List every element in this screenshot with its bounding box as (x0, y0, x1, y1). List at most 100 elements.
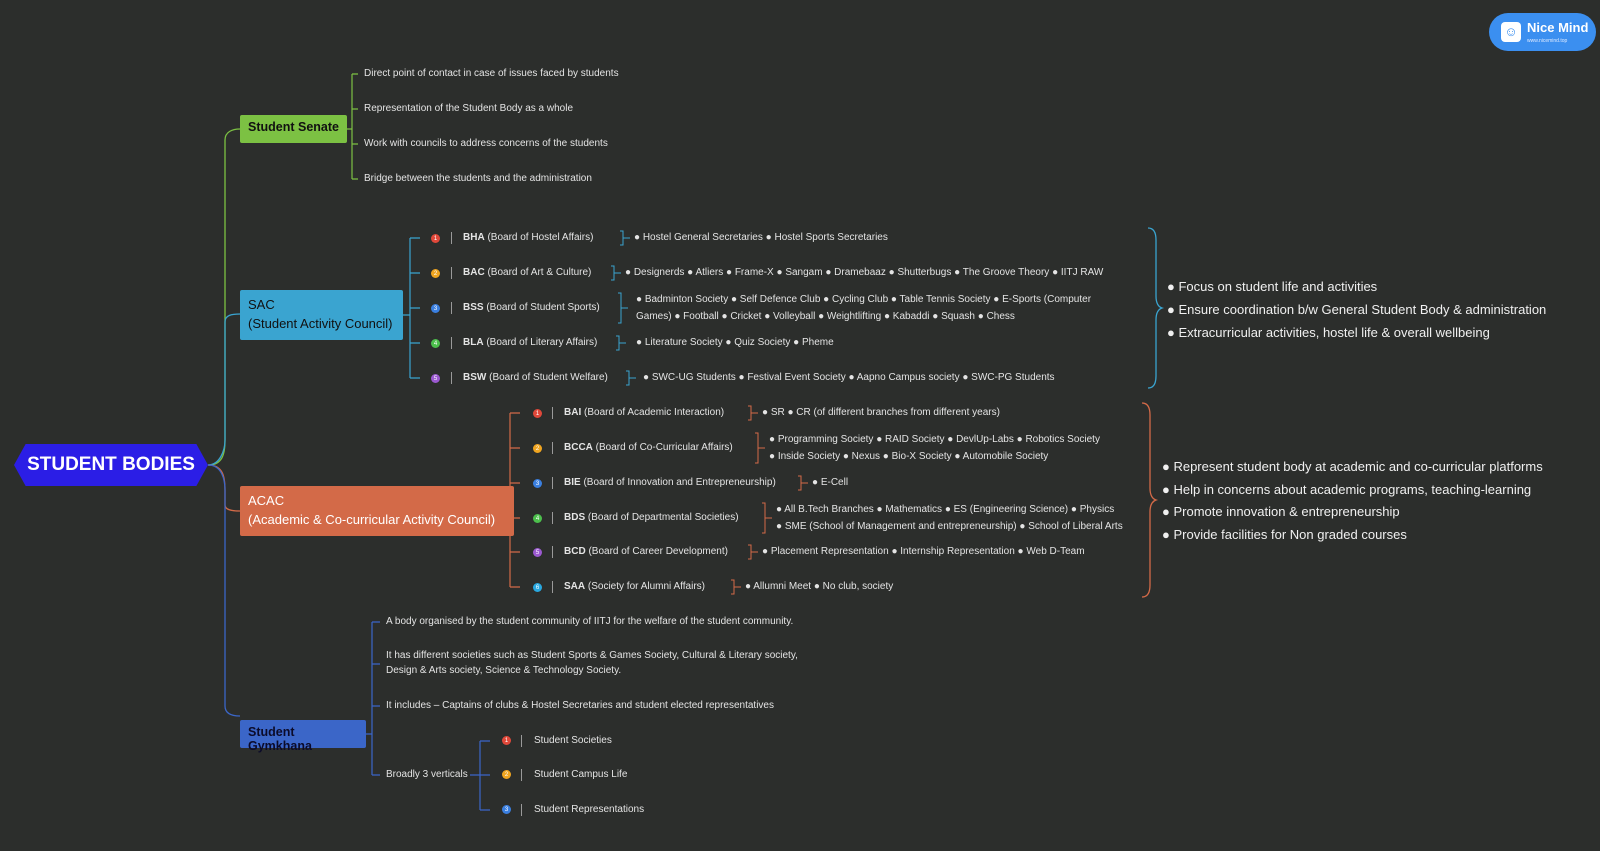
student-gymkhana-node[interactable]: Student Gymkhana (240, 720, 366, 753)
board-name: (Board of Innovation and Entrepreneurshi… (580, 477, 776, 488)
sac-board-number: 2 (431, 269, 440, 278)
board-name: (Board of Departmental Societies) (585, 512, 739, 523)
gym-vertical-number: 2 (502, 770, 511, 779)
board-name: (Society for Alumni Affairs) (585, 581, 705, 592)
separator (552, 407, 553, 419)
acac-summary-item: ● Represent student body at academic and… (1162, 459, 1543, 474)
acac-board-bcd[interactable]: BCD (Board of Career Development) (564, 546, 728, 557)
sac-board-items: ● Hostel General Secretaries ● Hostel Sp… (634, 232, 888, 243)
root-node[interactable]: STUDENT BODIES (14, 444, 208, 486)
student-senate-node[interactable]: Student Senate (240, 115, 347, 143)
separator (451, 232, 452, 244)
board-code: SAA (564, 581, 586, 592)
sac-board-items: ● Badminton Society ● Self Defence Club … (636, 294, 1092, 305)
acac-subtitle: (Academic & Co-curricular Activity Counc… (248, 512, 496, 527)
sac-board-number: 4 (431, 339, 440, 348)
senate-item: Direct point of contact in case of issue… (364, 68, 619, 79)
separator (451, 337, 452, 349)
acac-board-bds[interactable]: BDS (Board of Departmental Societies) (564, 512, 739, 523)
logo-name: Nice Mind (1527, 20, 1589, 35)
acac-board-items: ● All B.Tech Branches ● Mathematics ● ES… (776, 504, 1115, 515)
gym-vertical-societies[interactable]: Student Societies (534, 735, 612, 746)
board-code: BSW (463, 372, 487, 383)
gym-item: A body organised by the student communit… (386, 616, 794, 627)
acac-summary-item: ● Help in concerns about academic progra… (1162, 482, 1532, 497)
acac-summary-item: ● Promote innovation & entrepreneurship (1162, 504, 1400, 519)
acac-board-number: 6 (533, 583, 542, 592)
sac-title: SAC (248, 297, 275, 312)
sac-board-bsw[interactable]: BSW (Board of Student Welfare) (463, 372, 608, 383)
acac-board-items: ● Placement Representation ● Internship … (762, 546, 1085, 557)
board-code: BCCA (564, 442, 593, 453)
separator (521, 735, 522, 747)
separator (552, 442, 553, 454)
board-name: (Board of Hostel Affairs) (484, 232, 594, 243)
sac-board-items: ● Designerds ● Atliers ● Frame-X ● Sanga… (625, 267, 1104, 278)
acac-board-items: ● SME (School of Management and entrepre… (776, 521, 1123, 532)
acac-board-number: 4 (533, 514, 542, 523)
board-code: BHA (463, 232, 485, 243)
gym-item: It includes – Captains of clubs & Hostel… (386, 700, 774, 711)
sac-node[interactable]: SAC (Student Activity Council) (240, 290, 403, 340)
separator (521, 769, 522, 781)
logo-url: www.nicemind.top (1527, 38, 1568, 44)
acac-board-items: ● Programming Society ● RAID Society ● D… (769, 434, 1100, 445)
senate-item: Work with councils to address concerns o… (364, 138, 608, 149)
gym-vertical-campus-life[interactable]: Student Campus Life (534, 769, 628, 780)
acac-board-number: 5 (533, 548, 542, 557)
sac-board-items: Games) ● Football ● Cricket ● Volleyball… (636, 311, 1015, 322)
acac-board-items: ● SR ● CR (of different branches from di… (762, 407, 1000, 418)
separator (552, 512, 553, 524)
separator (451, 372, 452, 384)
board-code: BSS (463, 302, 484, 313)
senate-item: Bridge between the students and the admi… (364, 173, 592, 184)
acac-summary-item: ● Provide facilities for Non graded cour… (1162, 527, 1407, 542)
separator (521, 804, 522, 816)
board-code: BAC (463, 267, 485, 278)
board-name: (Board of Literary Affairs) (483, 337, 598, 348)
gym-item: It has different societies such as Stude… (386, 650, 798, 661)
board-code: BAI (564, 407, 582, 418)
sac-board-items: ● Literature Society ● Quiz Society ● Ph… (636, 337, 834, 348)
sac-board-number: 3 (431, 304, 440, 313)
sac-board-bha[interactable]: BHA (Board of Hostel Affairs) (463, 232, 593, 243)
board-code: BLA (463, 337, 484, 348)
sac-board-bac[interactable]: BAC (Board of Art & Culture) (463, 267, 591, 278)
acac-node[interactable]: ACAC (Academic & Co-curricular Activity … (240, 486, 514, 536)
acac-board-items: ● Inside Society ● Nexus ● Bio-X Society… (769, 451, 1049, 462)
acac-board-bai[interactable]: BAI (Board of Academic Interaction) (564, 407, 724, 418)
acac-board-items: ● E-Cell (812, 477, 849, 488)
gym-vertical-number: 3 (502, 805, 511, 814)
acac-title: ACAC (248, 493, 285, 508)
sac-subtitle: (Student Activity Council) (248, 316, 393, 331)
senate-item: Representation of the Student Body as a … (364, 103, 574, 114)
board-name: (Board of Student Welfare) (486, 372, 608, 383)
separator (552, 477, 553, 489)
acac-board-bcca[interactable]: BCCA (Board of Co-Curricular Affairs) (564, 442, 733, 453)
board-code: BIE (564, 477, 581, 488)
acac-board-items: ● Allumni Meet ● No club, society (745, 581, 894, 592)
gym-item: Design & Arts society, Science & Technol… (386, 665, 622, 676)
sac-board-number: 5 (431, 374, 440, 383)
sac-summary-item: ● Ensure coordination b/w General Studen… (1167, 302, 1547, 317)
sac-board-items: ● SWC-UG Students ● Festival Event Socie… (643, 372, 1055, 383)
sac-summary-item: ● Focus on student life and activities (1167, 279, 1378, 294)
board-name: (Board of Art & Culture) (484, 267, 592, 278)
board-name: (Board of Student Sports) (483, 302, 600, 313)
sac-board-number: 1 (431, 234, 440, 243)
acac-board-number: 1 (533, 409, 542, 418)
gym-verticals-label: Broadly 3 verticals (386, 769, 468, 780)
acac-board-bie[interactable]: BIE (Board of Innovation and Entrepreneu… (564, 477, 776, 488)
acac-board-number: 3 (533, 479, 542, 488)
board-code: BCD (564, 546, 586, 557)
acac-board-saa[interactable]: SAA (Society for Alumni Affairs) (564, 581, 705, 592)
board-name: (Board of Academic Interaction) (581, 407, 725, 418)
nice-mind-logo: ☺ Nice Mind www.nicemind.top (1489, 13, 1596, 51)
board-name: (Board of Co-Curricular Affairs) (592, 442, 733, 453)
sac-board-bss[interactable]: BSS (Board of Student Sports) (463, 302, 600, 313)
gym-vertical-representations[interactable]: Student Representations (534, 804, 645, 815)
separator (552, 581, 553, 593)
sac-board-bla[interactable]: BLA (Board of Literary Affairs) (463, 337, 597, 348)
logo-icon: ☺ (1501, 22, 1521, 42)
